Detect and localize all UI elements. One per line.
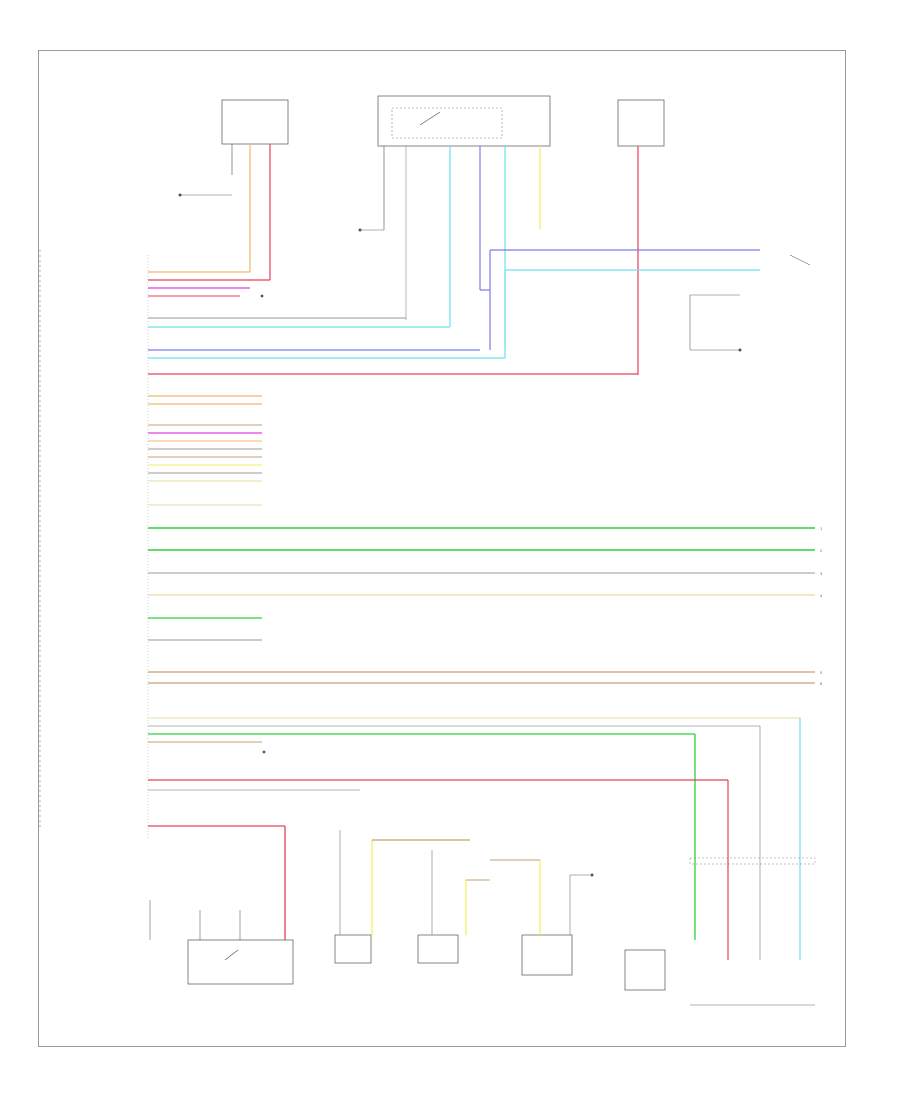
bottom-component-3 — [417, 850, 490, 964]
passenger-box — [689, 254, 811, 352]
bottom-component-4 — [490, 859, 594, 976]
bottom-component-6 — [689, 857, 816, 1006]
bottom-component-5 — [624, 949, 666, 991]
diagram-frame — [38, 50, 846, 1047]
top-right-component — [617, 99, 665, 375]
bottom-component-1 — [149, 900, 294, 985]
top-left-component — [178, 99, 289, 240]
right-terminals: 1 2 3 4 5 6 — [820, 527, 822, 686]
svg-text:3: 3 — [820, 572, 822, 576]
wire-runs — [148, 240, 815, 960]
svg-text:1: 1 — [820, 527, 822, 531]
svg-text:6: 6 — [820, 682, 822, 686]
svg-text:2: 2 — [820, 549, 822, 553]
svg-text:5: 5 — [820, 671, 822, 675]
bottom-component-2 — [334, 830, 470, 964]
top-center-relay — [358, 95, 551, 350]
svg-text:4: 4 — [820, 594, 822, 598]
